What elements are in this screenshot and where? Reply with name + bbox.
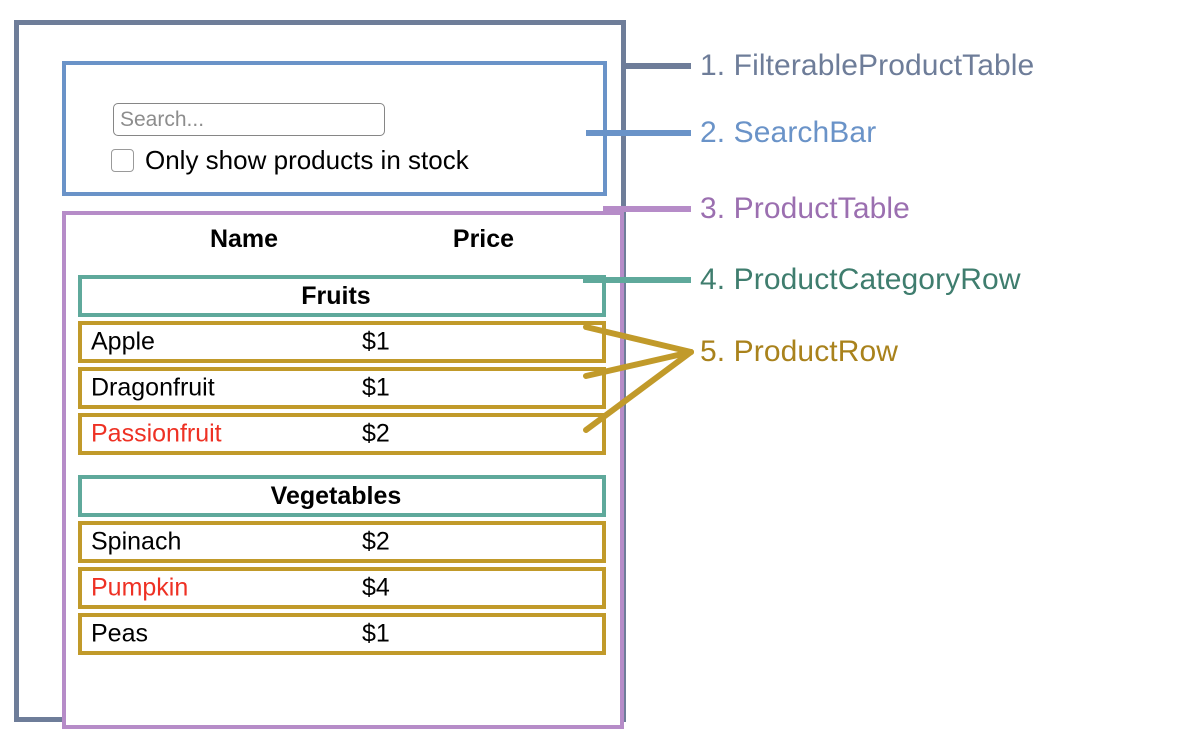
legend-item-product-category-row: 4. ProductCategoryRow	[700, 263, 1021, 296]
product-row: Passionfruit $2	[78, 413, 606, 455]
product-price-cell: $1	[362, 619, 390, 648]
product-price-cell: $2	[362, 419, 390, 448]
in-stock-checkbox[interactable]	[111, 148, 134, 172]
column-header-price: Price	[452, 225, 515, 253]
search-input[interactable]	[113, 103, 385, 136]
product-category-label: Vegetables	[270, 481, 402, 510]
product-row: Apple $1	[78, 321, 606, 363]
product-row: Peas $1	[78, 613, 606, 655]
product-price-cell: $1	[362, 373, 390, 402]
search-bar-box: Only show products in stock	[62, 61, 607, 196]
legend-item-filterable-product-table: 1. FilterableProductTable	[700, 49, 1035, 82]
product-name-cell: Passionfruit	[91, 419, 222, 448]
product-name-cell: Spinach	[91, 527, 182, 556]
legend-item-product-table: 3. ProductTable	[700, 192, 910, 225]
product-price-cell: $1	[362, 327, 390, 356]
product-table-header-row: Name Price	[66, 227, 620, 263]
product-name-cell: Peas	[91, 619, 148, 648]
product-row: Pumpkin $4	[78, 567, 606, 609]
product-row: Spinach $2	[78, 521, 606, 563]
product-name-cell: Pumpkin	[91, 573, 189, 602]
legend-item-search-bar: 2. SearchBar	[700, 116, 877, 149]
column-header-name: Name	[209, 225, 279, 253]
in-stock-checkbox-row[interactable]: Only show products in stock	[111, 147, 469, 173]
filterable-product-table-box: Only show products in stock Name Price F…	[14, 20, 626, 729]
product-name-cell: Apple	[91, 327, 155, 356]
product-row: Dragonfruit $1	[78, 367, 606, 409]
row-group-spacer	[78, 459, 606, 475]
product-price-cell: $2	[362, 527, 390, 556]
in-stock-checkbox-label: Only show products in stock	[145, 145, 469, 175]
product-category-label: Fruits	[301, 281, 371, 310]
legend-item-product-row: 5. ProductRow	[700, 335, 899, 368]
product-category-row: Vegetables	[78, 475, 606, 517]
product-price-cell: $4	[362, 573, 390, 602]
product-category-row: Fruits	[78, 275, 606, 317]
product-name-cell: Dragonfruit	[91, 373, 215, 402]
